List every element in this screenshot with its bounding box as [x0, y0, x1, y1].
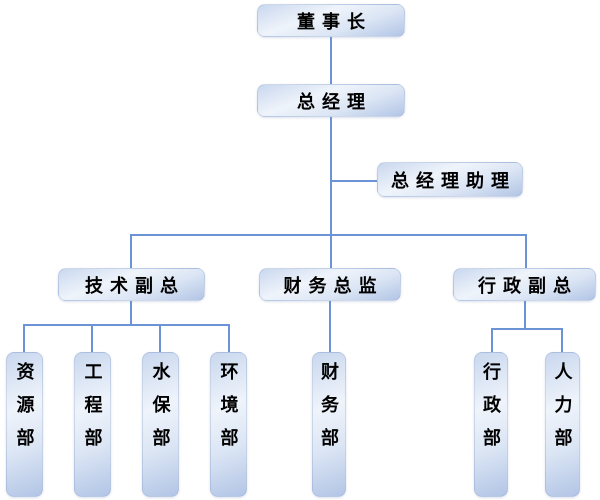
- connector-to-finance-director: [330, 234, 332, 268]
- node-gm-assistant: 总经理助理: [377, 162, 523, 197]
- connector-to-admin-vp: [525, 234, 527, 268]
- node-water-conservation-dept-label: 水保部: [150, 362, 171, 461]
- connector-chairman-gm: [330, 37, 332, 85]
- connector-to-environment: [228, 324, 230, 352]
- connector-to-resources: [23, 324, 25, 352]
- node-finance-dept: 财务部: [312, 352, 346, 497]
- connector-to-hr-dept: [561, 328, 563, 352]
- connector-to-tech-vp: [130, 234, 132, 268]
- node-engineering-dept-label: 工程部: [82, 362, 103, 461]
- connector-tech-vp-down: [130, 301, 132, 325]
- connector-gm-assistant: [331, 180, 377, 182]
- node-environment-dept: 环境部: [210, 352, 247, 497]
- node-hr-dept-label: 人力部: [552, 362, 573, 461]
- connector-admin-vp-down: [524, 301, 526, 329]
- node-general-manager: 总经理: [257, 84, 405, 117]
- node-admin-dept-label: 行政部: [481, 362, 501, 461]
- node-environment-dept-label: 环境部: [218, 362, 239, 461]
- connector-distribution-bar: [131, 234, 527, 236]
- connector-to-water: [159, 324, 161, 352]
- node-chairman: 董事长: [257, 4, 405, 37]
- connector-to-admin-dept: [491, 328, 493, 352]
- node-resources-dept-label: 资源部: [14, 362, 35, 461]
- node-tech-vp: 技术副总: [58, 268, 205, 301]
- connector-tech-bar: [23, 324, 230, 326]
- connector-admin-bar: [491, 328, 562, 330]
- connector-to-engineering: [91, 324, 93, 352]
- connector-to-finance-dept: [329, 301, 331, 352]
- node-finance-director: 财务总监: [259, 268, 401, 301]
- node-resources-dept: 资源部: [6, 352, 43, 497]
- connector-gm-trunk: [330, 117, 332, 236]
- node-water-conservation-dept: 水保部: [142, 352, 179, 497]
- node-hr-dept: 人力部: [545, 352, 580, 497]
- node-finance-dept-label: 财务部: [319, 362, 339, 461]
- node-admin-vp: 行政副总: [453, 268, 596, 301]
- node-engineering-dept: 工程部: [74, 352, 111, 497]
- node-admin-dept: 行政部: [474, 352, 508, 497]
